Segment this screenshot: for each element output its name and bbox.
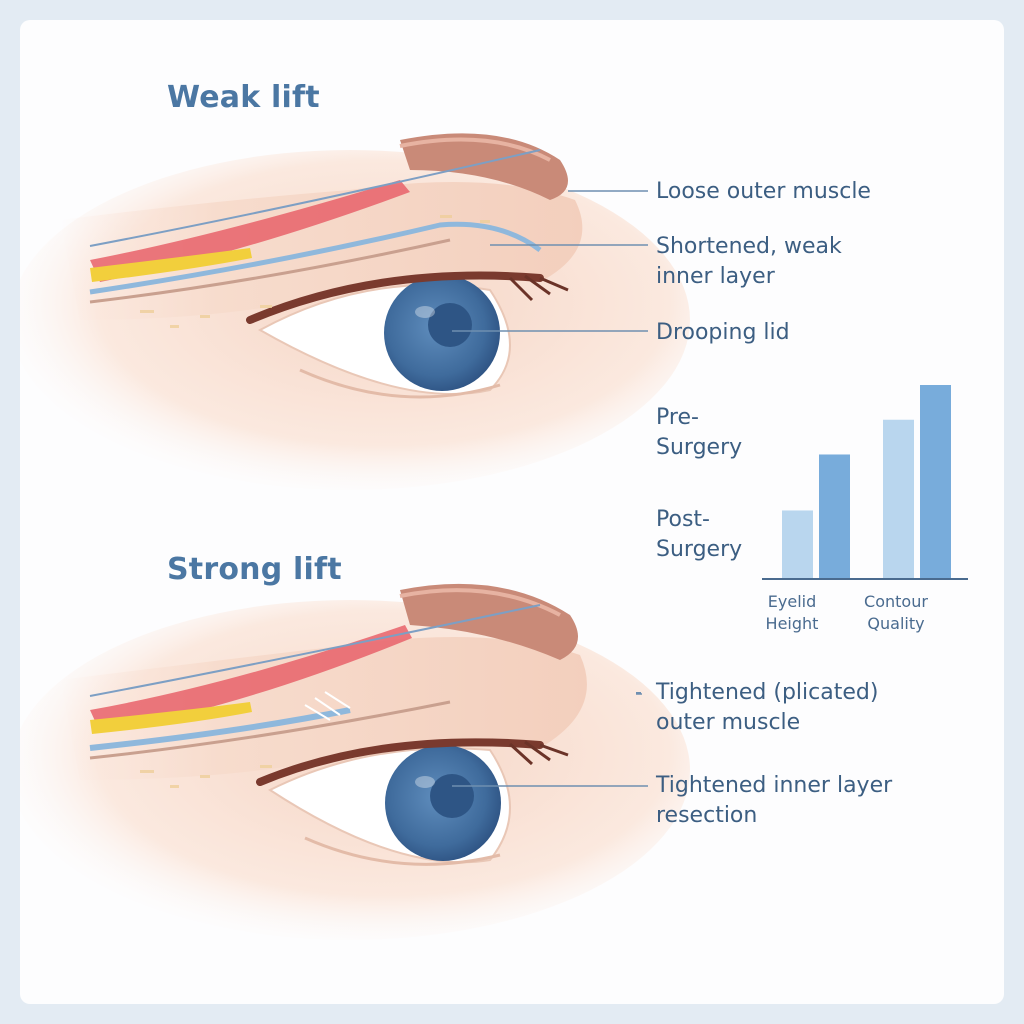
legend-line: Surgery — [656, 435, 743, 460]
bar-post-surgery-contour-quality — [920, 385, 951, 578]
weak-lift-eye-illustration — [20, 133, 690, 940]
label-tightened-inner-layer: Tightened inner layer resection — [656, 771, 976, 831]
label-line: resection — [656, 803, 758, 828]
label-line: Tightened inner layer — [656, 773, 893, 798]
chart-legend-pre-surgery: Pre- Surgery — [656, 403, 742, 463]
label-tightened-outer-muscle: Tightened (plicated) outer muscle — [656, 678, 976, 738]
strong-lift-eye — [20, 583, 690, 940]
bar-post-surgery-eyelid-height — [819, 454, 850, 578]
figure-card: Weak lift Strong lift Loose outer muscle… — [20, 20, 1004, 1004]
surgery-bar-chart — [762, 385, 968, 580]
category-line: Quality — [867, 614, 925, 633]
category-label-eyelid-height: Eyelid Height — [742, 591, 842, 635]
label-line: Tightened (plicated) — [656, 680, 879, 705]
label-line: inner layer — [656, 264, 775, 289]
strong-lift-title: Strong lift — [167, 552, 342, 587]
label-drooping-lid: Drooping lid — [656, 320, 790, 345]
leader-lines — [452, 190, 648, 787]
legend-line: Post- — [656, 507, 710, 532]
chart-legend-post-surgery: Post- Surgery — [656, 505, 742, 565]
category-line: Contour — [864, 592, 928, 611]
legend-line: Surgery — [656, 537, 743, 562]
label-dash — [636, 692, 641, 694]
bar-pre-surgery-contour-quality — [883, 419, 914, 578]
label-loose-outer-muscle: Loose outer muscle — [656, 179, 871, 204]
category-label-contour-quality: Contour Quality — [846, 591, 946, 635]
category-line: Height — [765, 614, 819, 633]
category-line: Eyelid — [767, 592, 817, 611]
label-shortened-inner-layer: Shortened, weak inner layer — [656, 232, 976, 292]
bar-pre-surgery-eyelid-height — [782, 510, 813, 578]
label-line: outer muscle — [656, 710, 801, 735]
weak-lift-eye — [20, 133, 690, 490]
weak-lift-title: Weak lift — [167, 80, 320, 115]
label-line: Shortened, weak — [656, 234, 842, 259]
legend-line: Pre- — [656, 405, 699, 430]
